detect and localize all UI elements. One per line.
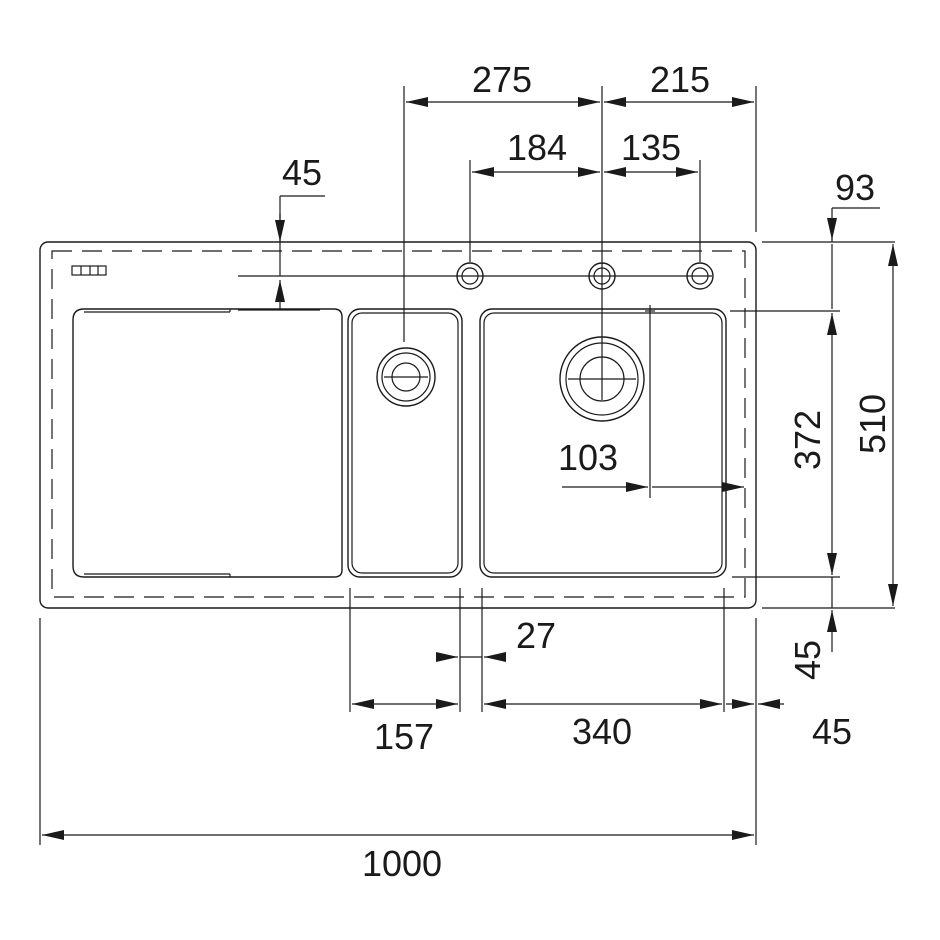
dim-label-157: 157 [374,716,434,757]
sink-outer-outline [39,241,757,609]
cutout-dashed-line [51,250,746,598]
dim-label-103: 103 [558,437,618,478]
dim-label-510: 510 [852,394,893,454]
dim-label-27: 27 [516,615,556,656]
dim-label-1000: 1000 [362,843,442,884]
dim-label-45-right-horizontal: 45 [812,711,852,752]
dim-label-215: 215 [650,59,710,100]
dim-label-45-right-vertical: 45 [787,640,828,680]
dim-label-135: 135 [621,127,681,168]
dim-label-45-left: 45 [282,152,322,193]
dimension-lines [42,97,898,840]
dim-label-93: 93 [835,167,875,208]
small-bowl [347,308,463,578]
brand-plate-icon [71,265,107,276]
dim-label-340: 340 [572,711,632,752]
drainer-area [72,308,343,578]
dim-label-184: 184 [507,127,567,168]
dim-label-275: 275 [472,59,532,100]
extension-lines [39,86,895,845]
dimension-labels: 275 215 184 135 45 93 372 510 103 27 157… [282,59,893,884]
dim-label-372: 372 [787,410,828,470]
sink-body [39,241,757,609]
